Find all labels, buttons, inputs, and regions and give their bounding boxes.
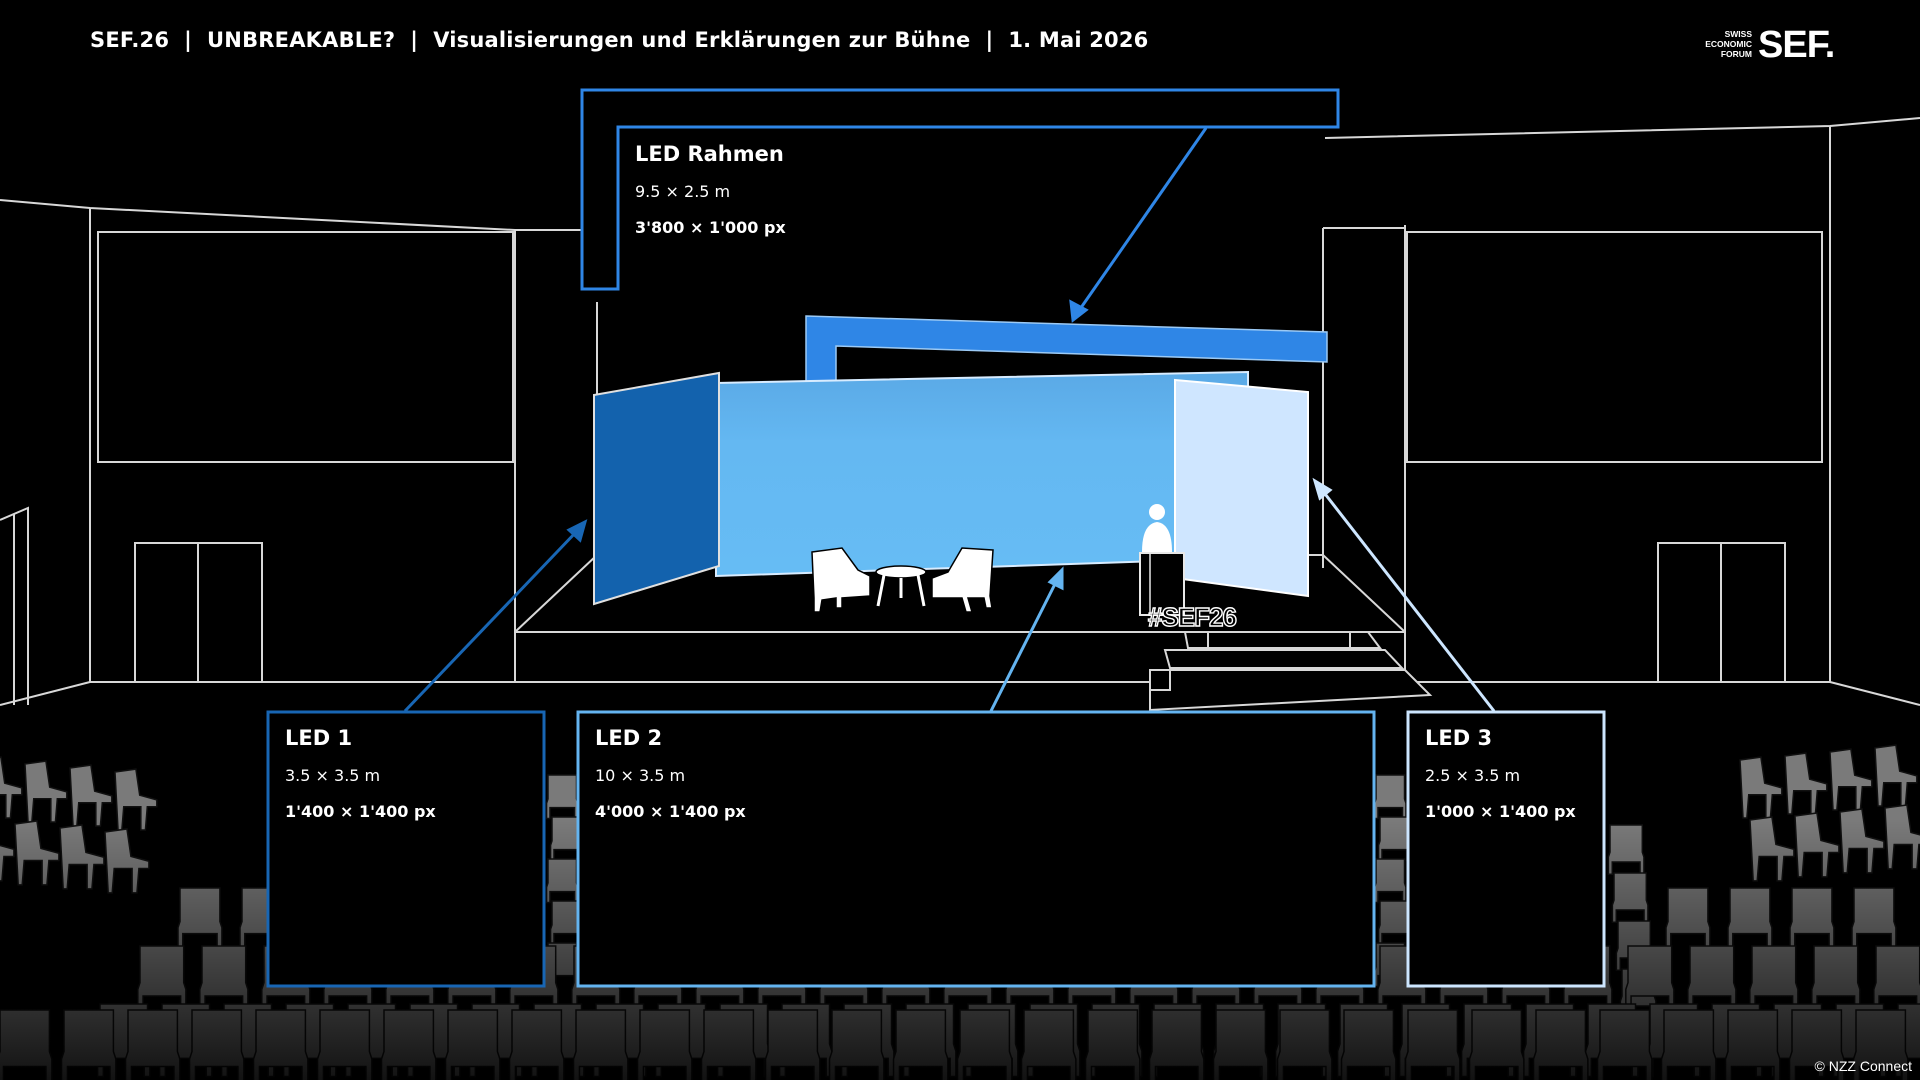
speaker-podium <box>1139 504 1185 616</box>
audience-chair <box>0 756 23 819</box>
copyright-notice: © NZZ Connect <box>1814 1058 1912 1074</box>
audience-chair <box>1874 744 1918 807</box>
led-3-callout-box <box>1406 710 1606 988</box>
led-rahmen-resolution: 3'800 × 1'000 px <box>635 218 786 237</box>
led-1-resolution: 1'400 × 1'400 px <box>285 802 436 821</box>
led-1-size: 3.5 × 3.5 m <box>285 766 381 785</box>
audience-chair <box>1739 756 1783 819</box>
led-3-name: LED 3 <box>1425 726 1493 750</box>
audience-chair <box>1829 748 1873 811</box>
led-2-size: 10 × 3.5 m <box>595 766 686 785</box>
led-2-callout-box <box>576 710 1376 988</box>
logo-word-forum: FORUM <box>1720 49 1752 59</box>
led-3-resolution: 1'000 × 1'400 px <box>1425 802 1576 821</box>
audience-chair <box>1373 774 1407 820</box>
led-rahmen-size: 9.5 × 2.5 m <box>635 182 731 201</box>
logo-word-swiss: SWISS <box>1724 29 1752 39</box>
led-rahmen-arrow <box>1076 127 1208 313</box>
led-rahmen-callout-frame <box>580 88 1340 291</box>
led-2-label: LED 2 10 × 3.5 m 4'000 × 1'400 px <box>595 726 746 821</box>
pointer-arrows <box>403 127 1496 713</box>
led-1-label: LED 1 3.5 × 3.5 m 1'400 × 1'400 px <box>285 726 436 821</box>
audience-chair <box>69 764 113 827</box>
logo-word-economic: ECONOMIC <box>1705 39 1752 49</box>
led-1-arrow <box>403 528 580 713</box>
logo-sef-wordmark: SEF. <box>1758 24 1835 66</box>
lounge-furniture <box>811 547 994 613</box>
led-rahmen-label: LED Rahmen 9.5 × 2.5 m 3'800 × 1'000 px <box>635 142 786 237</box>
stage-steps <box>1149 631 1433 712</box>
sef-logo: SWISS ECONOMIC FORUM SEF. <box>1700 24 1835 66</box>
led-3-arrow <box>1320 489 1496 712</box>
led-rahmen-name: LED Rahmen <box>635 142 784 166</box>
led-1-name: LED 1 <box>285 726 353 750</box>
audience-chair <box>1784 752 1828 815</box>
led-2-resolution: 4'000 × 1'400 px <box>595 802 746 821</box>
audience-chair <box>24 760 68 823</box>
page-title: SEF.26 | UNBREAKABLE? | Visualisierungen… <box>90 28 1149 52</box>
callouts <box>266 88 1606 988</box>
led-3-stage-panel <box>1174 378 1309 598</box>
led-1-callout-box <box>266 710 546 988</box>
led-3-size: 2.5 × 3.5 m <box>1425 766 1521 785</box>
led-3-label: LED 3 2.5 × 3.5 m 1'000 × 1'400 px <box>1425 726 1576 821</box>
led-1-stage-panel <box>593 371 720 606</box>
logo-small-text: SWISS ECONOMIC FORUM <box>1700 29 1752 59</box>
audience-chair <box>545 774 579 820</box>
podium-hashtag: #SEF26 <box>1148 602 1236 632</box>
led-2-name: LED 2 <box>595 726 663 750</box>
led-2-arrow <box>989 579 1059 712</box>
